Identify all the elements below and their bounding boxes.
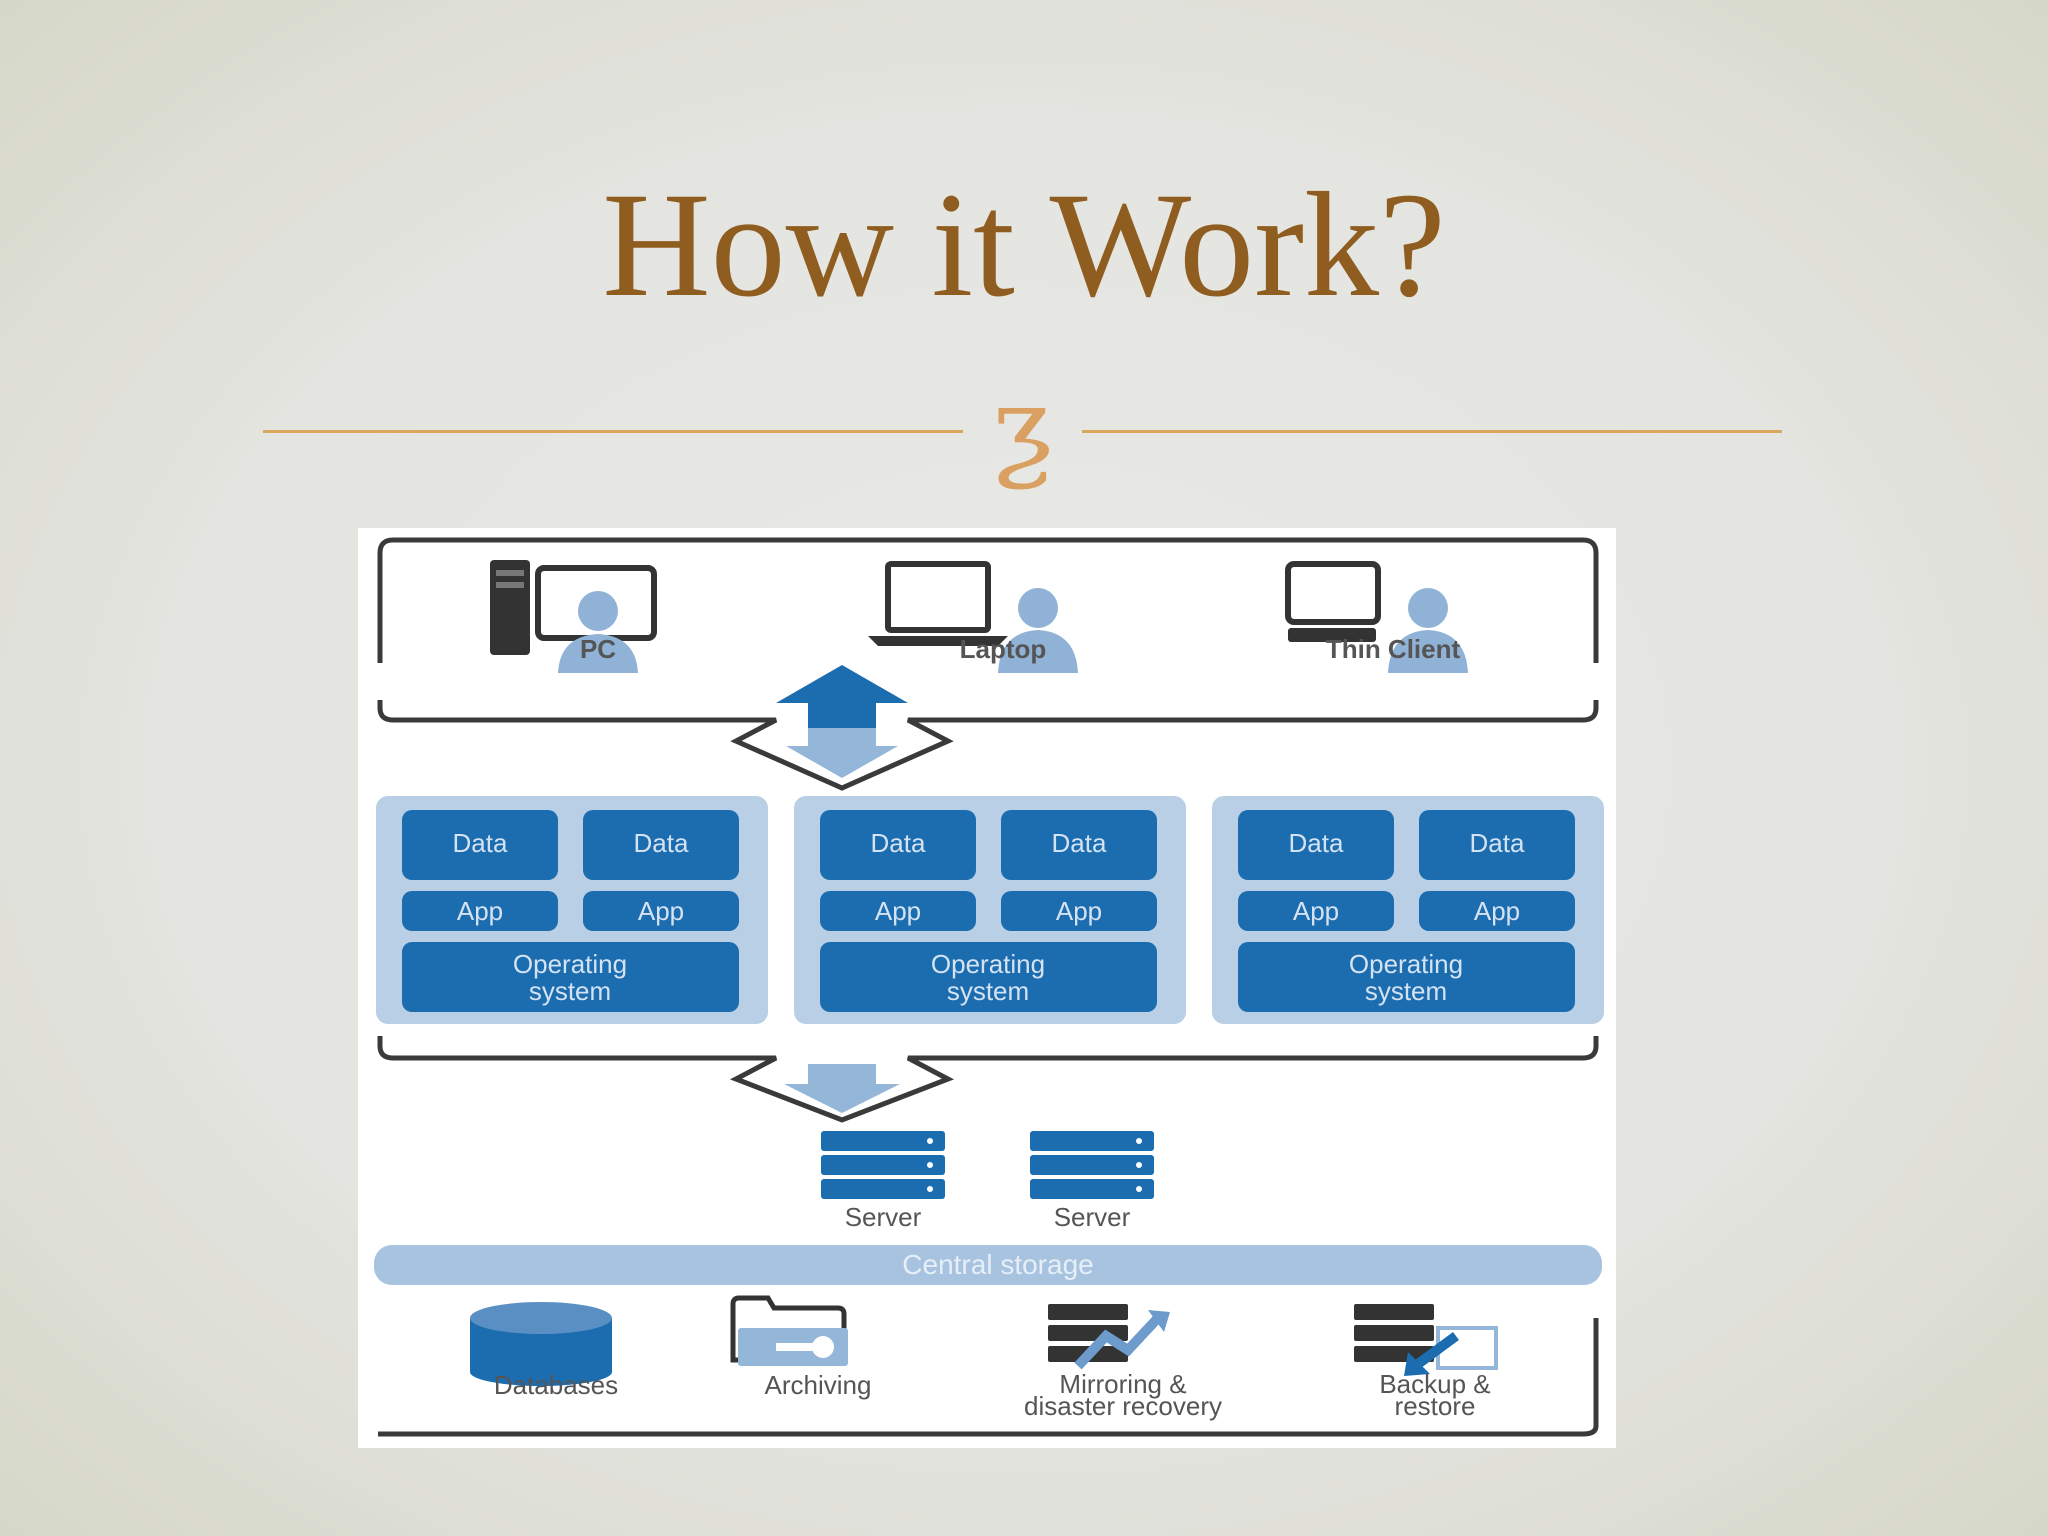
- client-label-thin-client: Thin Client: [1326, 634, 1461, 664]
- title-divider-right: [1082, 430, 1782, 433]
- data-label: Data: [1289, 828, 1344, 858]
- app-box: [820, 891, 976, 931]
- central-storage-bar: [374, 1245, 1602, 1285]
- service-label: restore: [1395, 1391, 1476, 1421]
- service-label: Archiving: [765, 1370, 872, 1400]
- data-label: Data: [1470, 828, 1525, 858]
- server-funnel: [377, 1036, 1599, 1123]
- central-storage-label: Central storage: [902, 1249, 1093, 1280]
- service-label: Backup &: [1379, 1369, 1490, 1399]
- ornament-icon: ƺ: [991, 363, 1054, 491]
- os-label: Operating: [931, 949, 1045, 979]
- data-box: [402, 810, 558, 880]
- data-label: Data: [1052, 828, 1107, 858]
- app-label: App: [1474, 896, 1520, 926]
- app-label: App: [457, 896, 503, 926]
- data-label: Data: [453, 828, 508, 858]
- data-box: [583, 810, 739, 880]
- data-box: [1419, 810, 1575, 880]
- archive-folder-icon: [730, 1295, 848, 1366]
- storage-bracket: [378, 1318, 1599, 1437]
- service-label: Databases: [494, 1370, 618, 1400]
- os-label: system: [529, 976, 611, 1006]
- service-label: Mirroring &: [1059, 1369, 1186, 1399]
- os-label: system: [947, 976, 1029, 1006]
- client-label-laptop: Laptop: [960, 634, 1047, 664]
- app-box: [583, 891, 739, 931]
- os-box: [402, 942, 739, 1012]
- app-label: App: [1056, 896, 1102, 926]
- backup-icon: [1354, 1304, 1498, 1376]
- os-box: [820, 942, 1157, 1012]
- pc-user-icon: [490, 560, 657, 673]
- diagram-svg: PC Laptop Thin Client: [374, 537, 1604, 1437]
- app-label: App: [875, 896, 921, 926]
- arrow-down-light: [786, 728, 898, 778]
- client-funnel: [377, 700, 1599, 791]
- app-box: [1238, 891, 1394, 931]
- service-label: disaster recovery: [1024, 1391, 1222, 1421]
- laptop-user-icon: [868, 561, 1078, 673]
- arrow-down-light: [784, 1064, 900, 1113]
- os-label: system: [1365, 976, 1447, 1006]
- app-box: [402, 891, 558, 931]
- database-icon: [470, 1302, 612, 1386]
- virtualization-diagram: PC Laptop Thin Client: [358, 528, 1616, 1448]
- arrow-up: [776, 665, 908, 728]
- data-box: [820, 810, 976, 880]
- data-box: [1238, 810, 1394, 880]
- os-label: Operating: [513, 949, 627, 979]
- os-label: Operating: [1349, 949, 1463, 979]
- client-label-pc: PC: [580, 634, 616, 664]
- app-box: [1419, 891, 1575, 931]
- data-box: [1001, 810, 1157, 880]
- app-label: App: [1293, 896, 1339, 926]
- data-label: Data: [634, 828, 689, 858]
- title-divider-left: [263, 430, 963, 433]
- app-label: App: [638, 896, 684, 926]
- mirroring-icon: [1048, 1304, 1170, 1370]
- app-box: [1001, 891, 1157, 931]
- server-icon: [821, 1131, 945, 1199]
- server-label: Server: [845, 1202, 922, 1232]
- server-label: Server: [1054, 1202, 1131, 1232]
- server-icon: [1030, 1131, 1154, 1199]
- thin-client-user-icon: [1285, 561, 1468, 673]
- os-box: [1238, 942, 1575, 1012]
- client-bracket: [377, 537, 1599, 663]
- data-label: Data: [871, 828, 926, 858]
- slide-title: How it Work?: [602, 162, 1446, 328]
